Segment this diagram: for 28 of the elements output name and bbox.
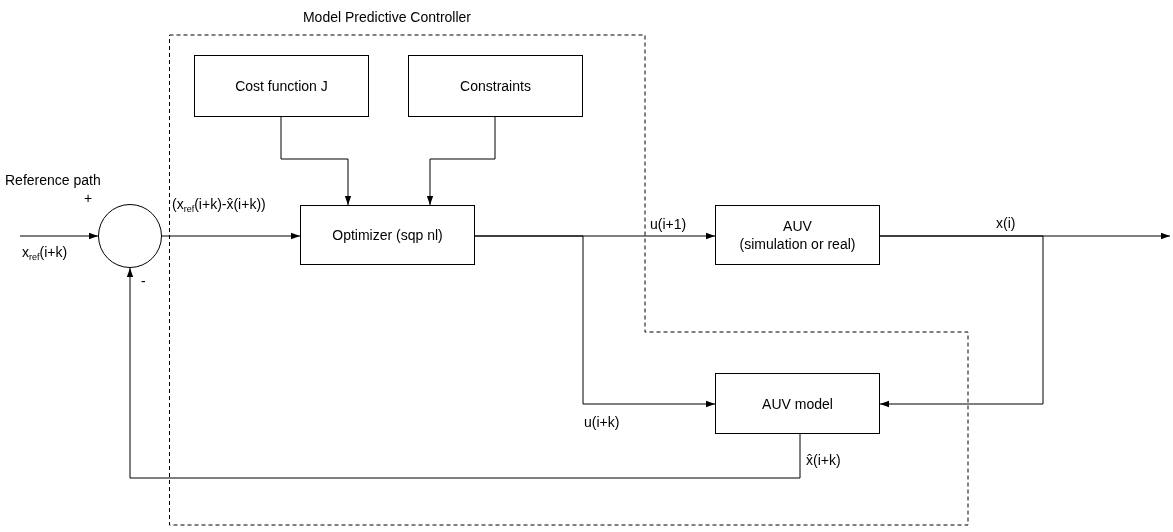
- box-label: Optimizer (sqp nl): [332, 226, 443, 244]
- edge-label: x̂(i+k): [806, 452, 841, 468]
- edge-label: x$_{ref}$(i+k): [22, 244, 68, 260]
- arrow: [474, 235, 716, 408]
- arrow: [161, 232, 301, 240]
- arrow: [879, 235, 1044, 408]
- process-box: [715, 373, 880, 434]
- note-label: Reference path: [5, 172, 101, 188]
- process-box: [194, 55, 369, 117]
- process-box: [408, 55, 583, 117]
- arrow: [126, 267, 801, 479]
- box-label: Cost function J: [235, 77, 328, 95]
- process-box: [300, 205, 475, 265]
- box-label: AUV model: [762, 394, 833, 413]
- sign-label: +: [84, 190, 93, 206]
- edge-label: (x$_{ref}$(i+k)-x̂(i+k)): [172, 196, 266, 212]
- edge-label: u(i+k): [584, 414, 620, 430]
- sign-label: -: [141, 273, 146, 289]
- process-box: [715, 205, 880, 265]
- box-label: AUV: [783, 217, 812, 235]
- group-title: Model Predictive Controller: [301, 8, 473, 26]
- arrow: [280, 116, 352, 206]
- edge-label: x(i): [996, 215, 1016, 231]
- edge-label: u(i+1): [650, 216, 687, 232]
- box-label: (simulation or real): [739, 235, 856, 253]
- arrow: [19, 232, 99, 240]
- box-label: Constraints: [460, 77, 531, 95]
- arrow: [426, 116, 496, 206]
